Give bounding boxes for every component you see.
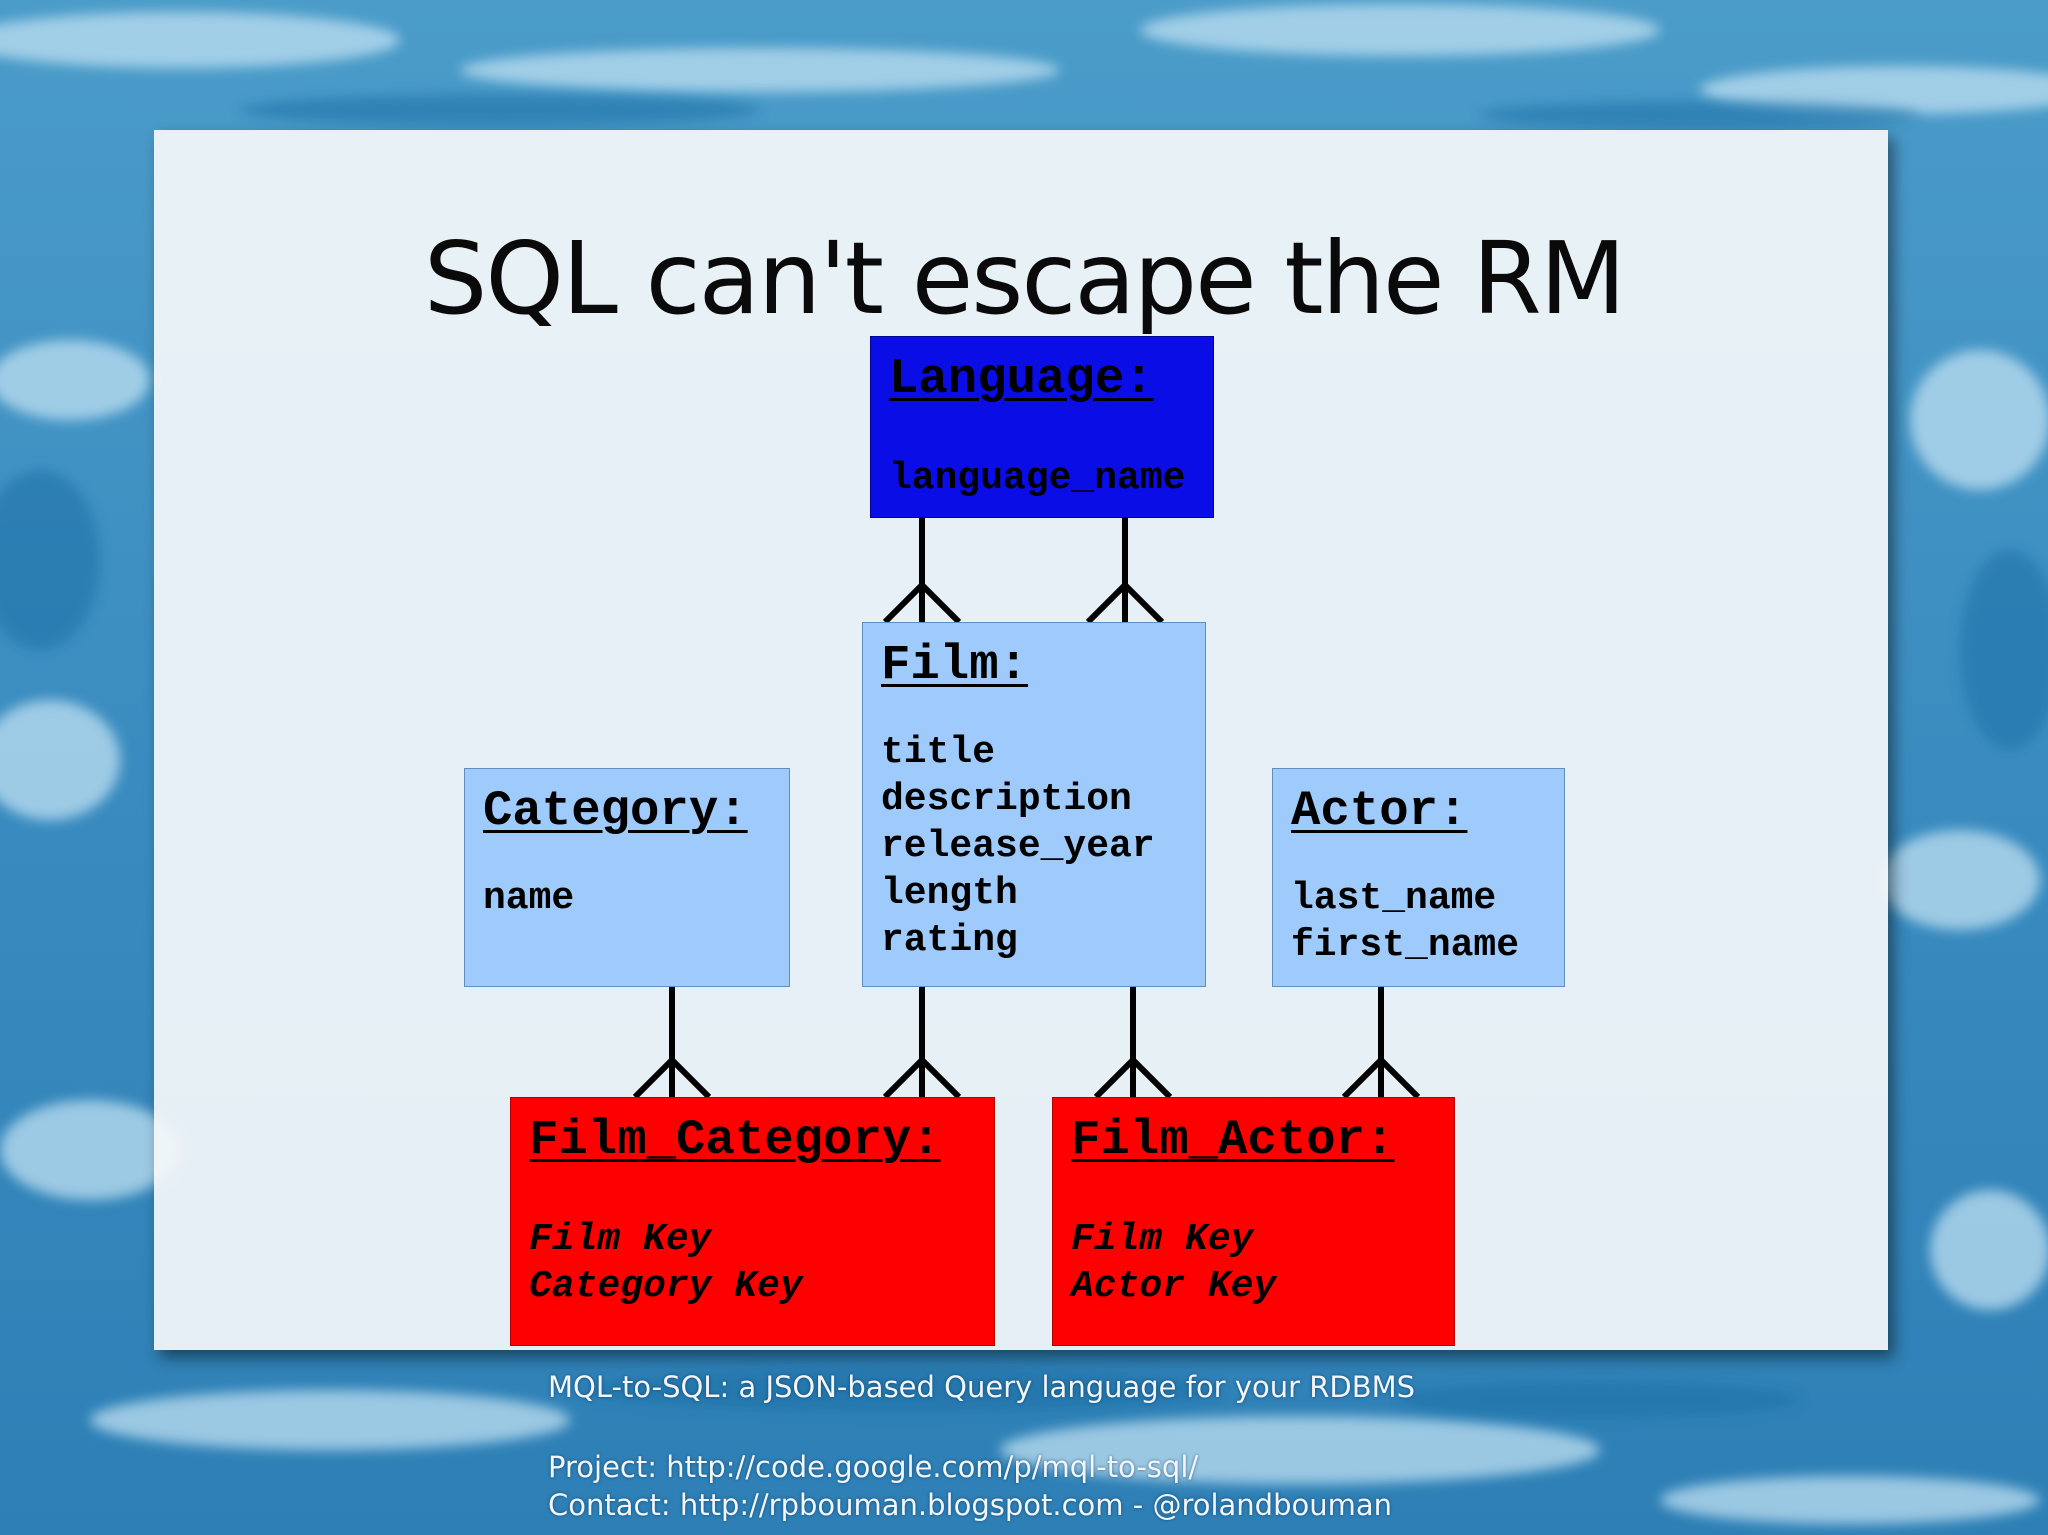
entity-name: Film_Actor: xyxy=(1071,1112,1395,1168)
attribute: name xyxy=(483,877,575,920)
attribute: Category Key xyxy=(529,1265,803,1308)
entity-name: Film_Category: xyxy=(529,1112,941,1168)
attribute: Actor Key xyxy=(1071,1265,1277,1308)
entity-category[interactable]: Category: name xyxy=(464,768,790,987)
footer-contact-link[interactable]: Contact: http://rpbouman.blogspot.com - … xyxy=(548,1488,1393,1522)
entity-actor[interactable]: Actor: last_name first_name xyxy=(1272,768,1565,987)
entity-name: Film: xyxy=(881,637,1029,693)
attribute: release_year xyxy=(881,825,1155,868)
entity-film-category[interactable]: Film_Category: Film Key Category Key xyxy=(510,1097,995,1346)
attribute-list: title description release_year length ra… xyxy=(881,729,1187,964)
attribute: last_name xyxy=(1291,877,1497,920)
slide-title: SQL can't escape the RM xyxy=(423,220,1626,337)
attribute-list: name xyxy=(483,875,771,922)
footer-project-link[interactable]: Project: http://code.google.com/p/mql-to… xyxy=(548,1450,1199,1484)
entity-film-actor[interactable]: Film_Actor: Film Key Actor Key xyxy=(1052,1097,1455,1346)
entity-language[interactable]: Language: language_name xyxy=(870,336,1214,518)
attribute: first_name xyxy=(1291,924,1520,967)
attribute: title xyxy=(881,731,996,774)
attribute-list: last_name first_name xyxy=(1291,875,1546,969)
entity-name: Category: xyxy=(483,783,748,839)
attribute: description xyxy=(881,778,1132,821)
footer-tagline: MQL-to-SQL: a JSON-based Query language … xyxy=(548,1370,1416,1404)
entity-film[interactable]: Film: title description release_year len… xyxy=(862,622,1206,987)
attribute: Film Key xyxy=(1071,1218,1254,1261)
attribute-list: language_name xyxy=(889,455,1195,502)
attribute: Film Key xyxy=(529,1218,712,1261)
attribute-list: Film Key Actor Key xyxy=(1071,1216,1436,1310)
attribute: language_name xyxy=(889,457,1186,500)
entity-name: Language: xyxy=(889,351,1154,407)
attribute: length xyxy=(881,872,1018,915)
attribute-list: Film Key Category Key xyxy=(529,1216,976,1310)
attribute: rating xyxy=(881,919,1018,962)
entity-name: Actor: xyxy=(1291,783,1468,839)
